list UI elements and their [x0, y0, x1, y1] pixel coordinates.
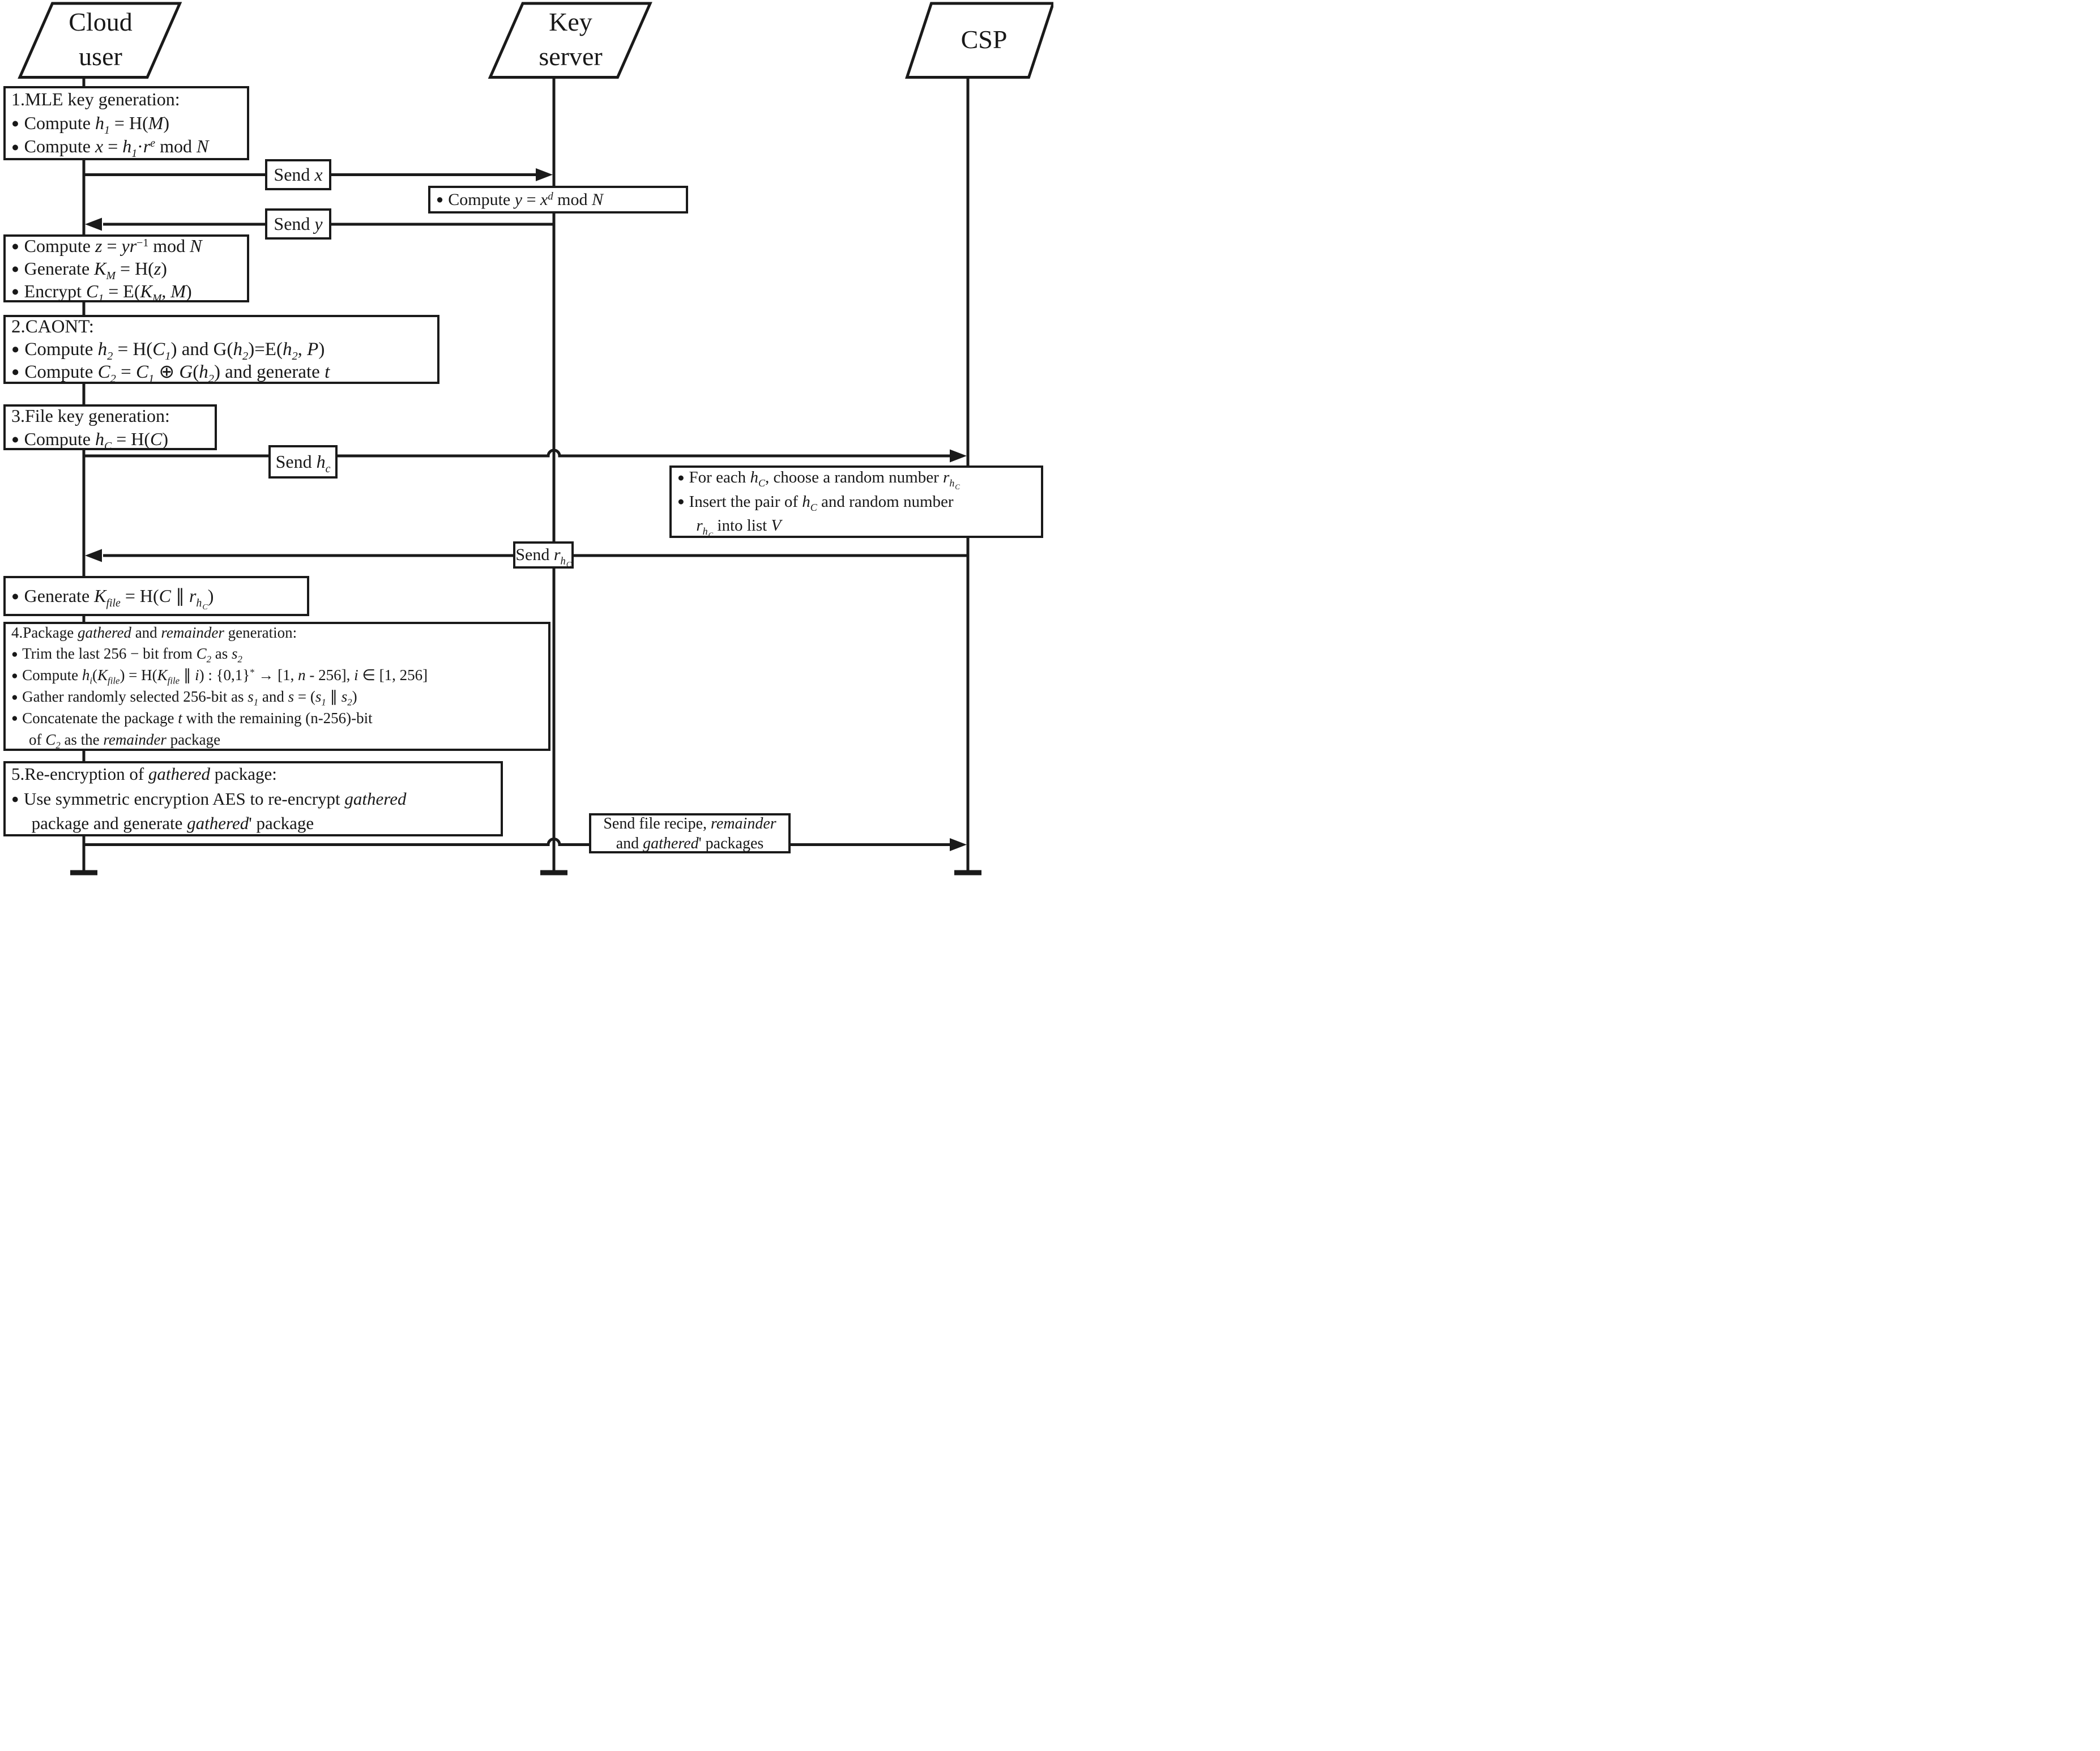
send-packages-arrowhead	[950, 838, 967, 851]
cloud-user-actor-shape	[18, 2, 182, 79]
actor-label-key-server: Key server	[504, 5, 637, 75]
step-box-key-server-compute: Compute y = xd mod N	[428, 186, 688, 213]
step-continuation: rhC into list V	[696, 516, 782, 540]
step-box-generate-kfile: Generate Kfile = H(C ∥ rhC)	[3, 576, 309, 616]
step-bullet: Generate KM = H(z)	[11, 257, 241, 281]
step-continuation: package and generate gathered' package	[31, 813, 314, 834]
message-label-send-x: Send x	[265, 159, 331, 190]
message-text: Send x	[274, 164, 323, 185]
step-box-caont: 2.CAONT: Compute h2 = H(C1) and G(h2)=E(…	[3, 315, 439, 385]
message-label-send-rhc: Send rhC	[513, 541, 574, 569]
step-box-package-generation: 4.Package gathered and remainder generat…	[3, 622, 550, 751]
step-continuation: of C2 as the remainder package	[29, 731, 221, 751]
step-title: 4.Package gathered and remainder generat…	[11, 623, 297, 641]
step-box-re-encryption: 5.Re-encryption of gathered package: Use…	[3, 761, 503, 836]
send-rhc-arrowhead	[85, 549, 102, 562]
step-title: 1.MLE key generation:	[11, 89, 180, 110]
step-title: 2.CAONT:	[11, 316, 94, 337]
message-text: Send y	[274, 213, 323, 234]
actor-label-line: CSP	[961, 24, 1008, 54]
step-bullet: Compute hi(Kfile) = H(Kfile ∥ i) : {0,1}…	[11, 665, 543, 686]
actor-label-line: Cloud	[69, 7, 133, 37]
actor-label-line: user	[79, 42, 122, 71]
actor-label-line: server	[539, 42, 603, 71]
message-label-send-y: Send y	[265, 208, 331, 240]
step-box-mle-key-generation: 1.MLE key generation: Compute h1 = H(M) …	[3, 86, 249, 160]
send-packages-arrow-line	[84, 838, 950, 846]
step-bullet: Generate Kfile = H(C ∥ rhC)	[11, 585, 301, 611]
step-title: 3.File key generation:	[11, 405, 170, 426]
step-bullet: Compute h1 = H(M)	[11, 112, 241, 136]
send-hc-arrow-line	[84, 449, 950, 458]
step-bullet: Compute x = h1·re mod N	[11, 135, 241, 159]
message-text: Send hc	[275, 451, 331, 475]
diagram-lines-layer	[18, 2, 1053, 876]
step-bullet: Use symmetric encryption AES to re-encry…	[11, 787, 495, 811]
key-server-actor-shape	[488, 2, 652, 79]
step-box-csp-random-number: For each hC, choose a random number rhC …	[669, 465, 1043, 540]
actor-label-line: Key	[549, 7, 592, 37]
step-bullet: Compute z = yr−1 mod N	[11, 234, 241, 257]
step-title: 5.Re-encryption of gathered package:	[11, 764, 277, 784]
send-y-arrowhead	[85, 217, 102, 231]
actor-label-cloud-user: Cloud user	[34, 5, 167, 75]
step-bullet: Compute C2 = C1 ⊕ G(h2) and generate t	[11, 361, 432, 385]
step-bullet: Encrypt C1 = E(KM, M)	[11, 280, 241, 304]
step-bullet: For each hC, choose a random number rhC	[677, 465, 1035, 490]
step-bullet: Trim the last 256 − bit from C2 as s2	[11, 643, 543, 665]
step-bullet: Gather randomly selected 256-bit as s1 a…	[11, 686, 543, 708]
sequence-diagram: Cloud user Key server CSP 1.MLE key gene…	[0, 0, 1053, 876]
step-bullet: Concatenate the package t with the remai…	[11, 708, 543, 729]
step-bullet: Compute y = xd mod N	[436, 190, 680, 210]
actor-label-csp: CSP	[917, 5, 1051, 75]
message-text: Send rhC	[515, 545, 571, 569]
send-x-arrowhead	[536, 168, 553, 181]
step-bullet: Insert the pair of hC and random number	[677, 490, 1035, 514]
step-bullet: Compute h2 = H(C1) and G(h2)=E(h2, P)	[11, 338, 432, 362]
step-box-file-key-generation: 3.File key generation: Compute hC = H(C)	[3, 404, 217, 452]
step-bullet: Compute hC = H(C)	[11, 428, 209, 452]
message-text: and gathered' packages	[616, 834, 764, 852]
step-box-mle-key-derivation: Compute z = yr−1 mod N Generate KM = H(z…	[3, 234, 249, 304]
message-label-send-hc: Send hc	[268, 445, 338, 479]
csp-actor-shape	[905, 2, 1053, 79]
message-label-send-packages: Send file recipe, remainder and gathered…	[589, 813, 791, 853]
send-hc-arrowhead	[950, 449, 967, 463]
message-text: Send file recipe, remainder	[603, 814, 776, 832]
